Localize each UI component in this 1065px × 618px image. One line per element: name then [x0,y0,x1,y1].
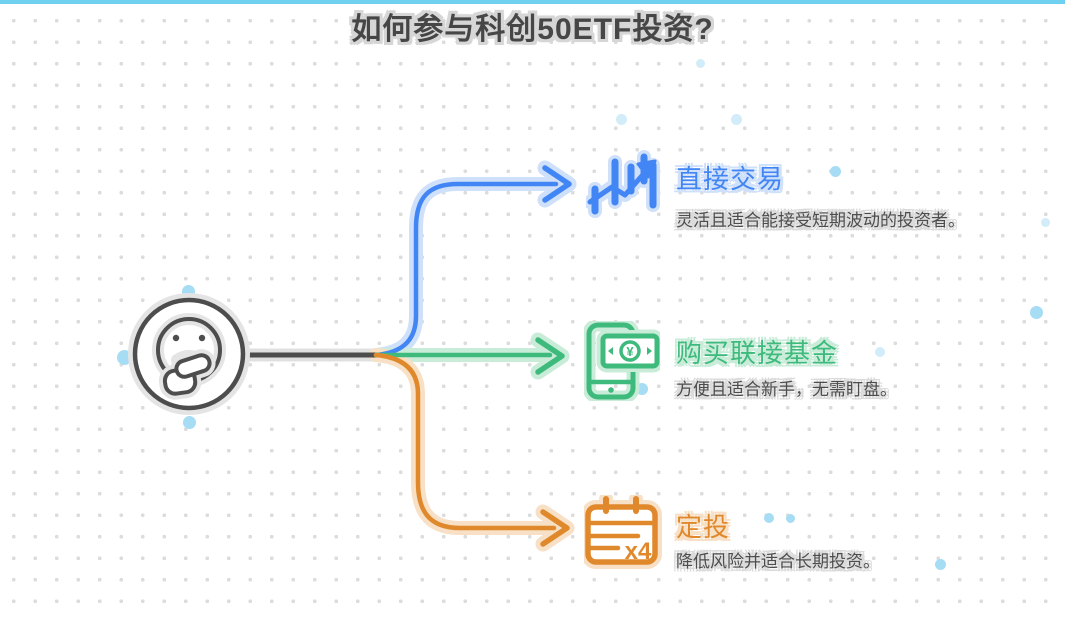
top-accent-bar [0,0,1065,4]
branch-desc-auto-invest: 降低风险并适合长期投资。 [676,552,880,571]
branch-label-feeder-fund: 购买联接基金 [676,338,839,368]
branch-desc-direct-trading: 灵活且适合能接受短期波动的投资者。 [676,211,965,230]
phone-banknote-icon: ¥ [584,321,660,401]
arrowhead-auto-invest [540,509,570,547]
yen-symbol: ¥ [626,344,634,359]
candlestick-chart-arrow-icon [586,150,660,218]
x4-label: x4 [625,538,652,565]
thinking-face-icon [128,293,250,415]
branch-desc-feeder-fund: 方便且适合新手，无需盯盘。 [676,380,897,399]
branch-line-auto-invest [373,352,557,531]
branch-line-direct-trading [373,181,559,358]
branch-label-auto-invest: 定投 [676,512,731,542]
arrowhead-direct-trading [542,165,572,203]
arrowhead-feeder-fund [535,337,565,375]
calendar-x4-icon: x4 [584,495,662,569]
branch-label-direct-trading: 直接交易 [676,164,785,194]
page-title: 如何参与科创50ETF投资? [351,13,714,46]
